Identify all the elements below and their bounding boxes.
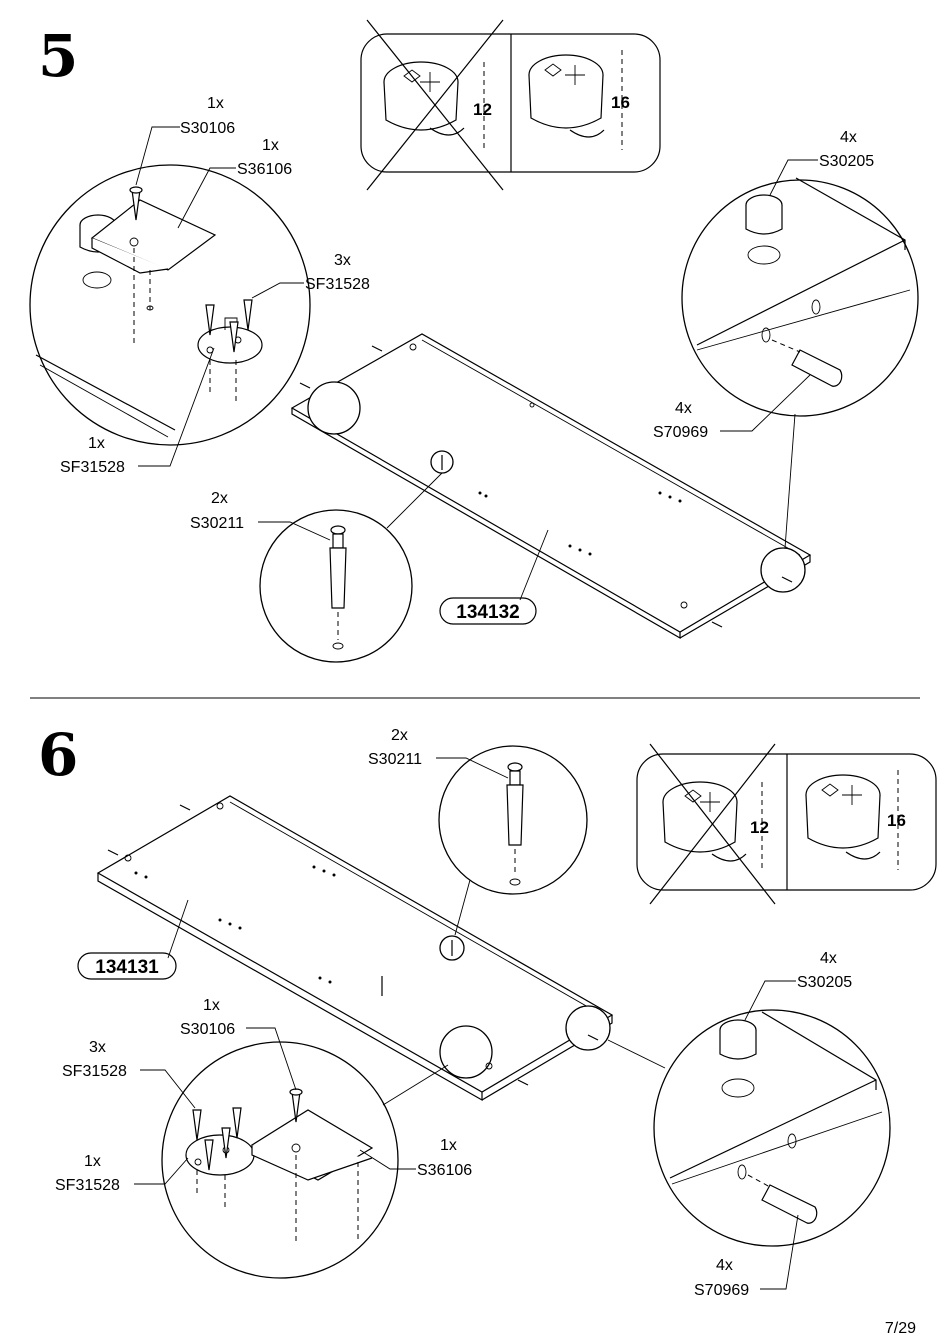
- label-s30106-code-6: S30106: [180, 1021, 235, 1038]
- label-sf31528-3x-code: SF31528: [305, 276, 370, 293]
- dim-wrong-12-6: 12: [750, 818, 769, 837]
- label-s30205-code-5: S30205: [819, 153, 874, 170]
- label-sf31528-1x-code: SF31528: [60, 459, 125, 476]
- label-sf31528-1x-qty-6: 1x: [84, 1153, 101, 1170]
- label-s30211-code-6: S30211: [368, 751, 422, 768]
- dim-wrong-12: 12: [473, 100, 492, 119]
- label-s30106-qty-6: 1x: [203, 997, 220, 1014]
- label-sf31528-3x-code-6: SF31528: [62, 1063, 127, 1080]
- label-s70969-qty-5: 4x: [675, 400, 692, 417]
- page-number: 7/29: [885, 1320, 916, 1337]
- label-s70969-code-5: S70969: [653, 424, 708, 441]
- label-s30205-qty-5: 4x: [840, 129, 857, 146]
- label-s36106-qty-6: 1x: [440, 1137, 457, 1154]
- part-label-134131: 134131: [77, 952, 177, 980]
- label-s70969-qty-6: 4x: [716, 1257, 733, 1274]
- step5-cam-orientation-box: 12 16: [360, 19, 661, 191]
- step6-cam-orientation-box: 12 16: [636, 743, 937, 905]
- step5-bracket-detail-circle: [29, 164, 311, 446]
- step-6-number: 6: [38, 721, 78, 789]
- step6-dowel-detail-circle: [438, 745, 588, 895]
- cam-lock-wrong-icon: [366, 19, 504, 191]
- cam-lock-wrong-icon-6: [649, 743, 776, 905]
- label-sf31528-1x-qty: 1x: [88, 435, 105, 452]
- svg-text:134131: 134131: [95, 957, 159, 978]
- label-sf31528-3x-qty: 3x: [334, 252, 351, 269]
- step6-bracket-detail-circle: [161, 1041, 399, 1279]
- step5-dowel-detail-circle: [259, 509, 413, 663]
- dim-right-16: 16: [611, 93, 630, 112]
- label-sf31528-3x-qty-6: 3x: [89, 1039, 106, 1056]
- label-s36106-code: S36106: [237, 161, 292, 178]
- label-s30205-code-6: S30205: [797, 974, 852, 991]
- svg-text:134132: 134132: [456, 602, 519, 623]
- label-s30211-code-5: S30211: [190, 515, 244, 532]
- label-s30106-code: S30106: [180, 120, 235, 137]
- step-5-number: 5: [38, 22, 78, 90]
- label-s36106-code-6: S36106: [417, 1162, 472, 1179]
- label-s30211-qty-6: 2x: [391, 727, 408, 744]
- cam-lock-right-icon-6: [805, 770, 899, 870]
- cam-lock-right-icon: [528, 50, 623, 150]
- label-s36106-qty: 1x: [262, 137, 279, 154]
- step6-cam-dowel-detail-circle: [653, 1009, 891, 1247]
- label-sf31528-1x-code-6: SF31528: [55, 1177, 120, 1194]
- panel-134131: [96, 795, 614, 1102]
- label-s30205-qty-6: 4x: [820, 950, 837, 967]
- label-s30211-qty-5: 2x: [211, 490, 228, 507]
- step5-cam-dowel-detail-circle: [681, 177, 919, 417]
- panel-134132: [290, 333, 812, 640]
- part-label-134132: 134132: [439, 597, 537, 625]
- dim-right-16-6: 16: [887, 811, 906, 830]
- label-s30106-qty: 1x: [207, 95, 224, 112]
- label-s70969-code-6: S70969: [694, 1282, 749, 1299]
